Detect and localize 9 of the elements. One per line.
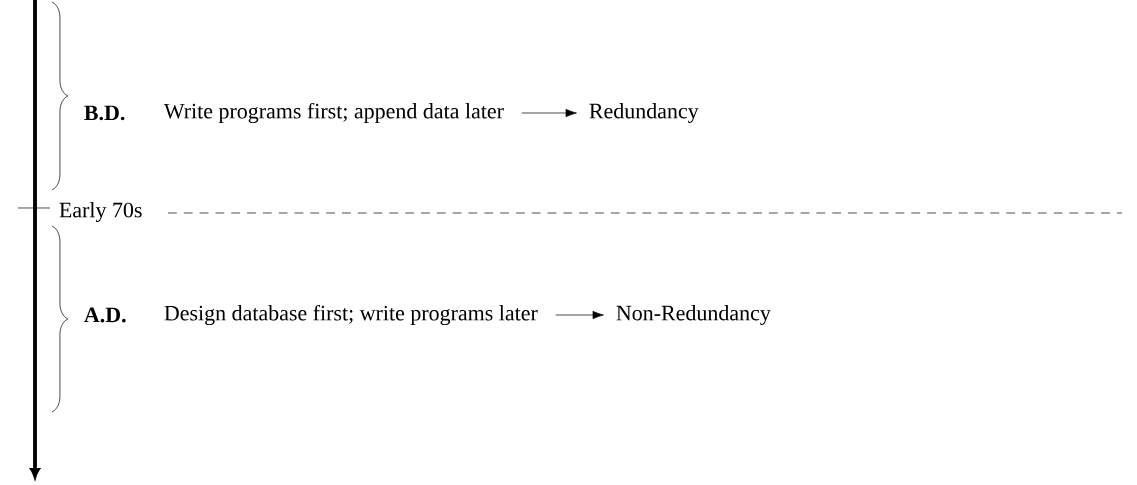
text-label: Non-Redundancy <box>616 305 771 325</box>
arrow <box>555 310 604 320</box>
text-label: Write programs first; append data later <box>163 102 504 124</box>
text-label: Redundancy <box>589 103 699 123</box>
text-label: Early 70s <box>59 202 142 222</box>
text-label: B.D. <box>84 105 125 121</box>
text-label: Design database first; write programs later <box>164 304 538 326</box>
arrow <box>521 108 577 118</box>
text-label: A.D. <box>84 307 126 323</box>
